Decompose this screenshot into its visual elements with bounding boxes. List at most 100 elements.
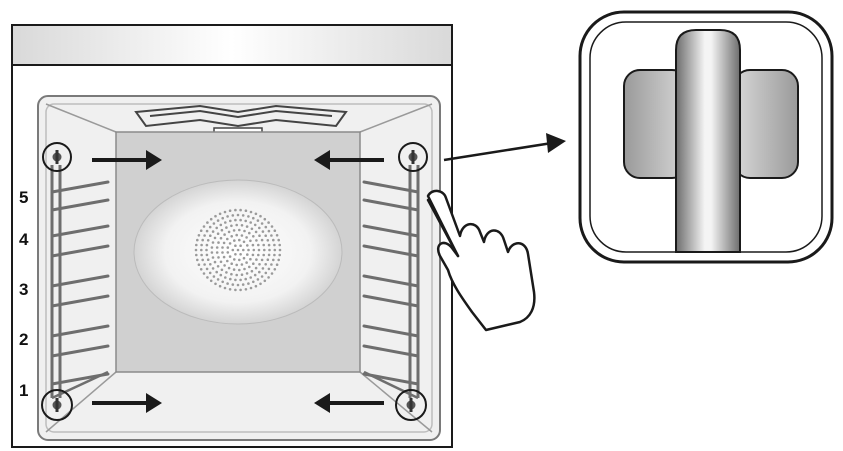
fan-vent-hole	[278, 243, 282, 247]
fan-vent-hole	[220, 268, 224, 272]
fan-vent-hole	[249, 221, 252, 224]
fan-vent-hole	[231, 214, 235, 217]
fan-vent-hole	[254, 284, 258, 288]
fan-vent-hole	[260, 222, 264, 225]
fan-vent-hole	[228, 209, 232, 212]
clip-point-top-right[interactable]	[398, 142, 428, 172]
fan-vent-hole	[272, 238, 275, 242]
fan-vent-hole	[234, 208, 237, 212]
fan-vent-hole	[224, 276, 227, 279]
fan-vent-hole	[245, 236, 248, 239]
shelf-runner	[50, 244, 110, 258]
fan-vent-hole	[223, 210, 227, 214]
fan-vent-hole	[259, 214, 262, 218]
fan-vent-hole	[217, 241, 220, 244]
fan-vent-hole	[223, 264, 226, 267]
fan-vent-hole	[267, 276, 270, 279]
detail-leader-arrow	[443, 133, 566, 162]
fan-vent-hole	[234, 253, 237, 256]
fan-vent-hole	[254, 212, 258, 216]
fan-vent-hole	[277, 258, 281, 262]
fan-vent-hole	[270, 263, 273, 266]
fan-vent-hole	[205, 253, 209, 257]
clip-tab-right	[733, 69, 799, 179]
fan-vent-hole	[277, 238, 281, 242]
fan-vent-hole	[219, 236, 223, 240]
fan-vent-hole	[222, 255, 226, 259]
fan-vent-hole	[218, 212, 222, 216]
rail-clip-detail-icon	[578, 10, 834, 264]
fan-vent-hole	[234, 278, 237, 282]
shelf-runner	[362, 198, 420, 212]
fan-vent-hole	[239, 253, 242, 256]
fan-vent-hole	[200, 248, 203, 252]
fan-vent-hole	[258, 226, 261, 230]
fan-vent-hole	[234, 288, 237, 292]
fan-vent-hole	[238, 238, 241, 242]
shelf-level-2: 2	[19, 330, 28, 349]
shelf-runner	[362, 324, 420, 338]
fan-vent-hole	[234, 244, 237, 247]
fan-vent-hole	[216, 219, 220, 222]
fan-vent-hole	[235, 223, 238, 227]
fan-vent-hole	[264, 234, 268, 237]
rail-brace	[51, 370, 109, 400]
fan-vent-hole	[251, 243, 255, 247]
fan-vent-hole	[230, 272, 233, 276]
fan-vent-hole	[197, 234, 201, 237]
fan-vent-hole	[209, 279, 213, 283]
fan-vent-hole	[252, 280, 255, 284]
fan-vent-hole	[215, 270, 218, 274]
fan-vent-hole	[244, 277, 247, 281]
fan-vent-hole	[240, 234, 244, 237]
fan-vent-hole	[248, 231, 251, 235]
shelf-runner	[50, 274, 110, 288]
fan-vent-hole	[267, 267, 271, 271]
fan-vent-hole	[249, 210, 253, 214]
fan-vent-hole	[256, 278, 260, 281]
fan-vent-hole	[199, 229, 203, 232]
fan-vent-hole	[208, 271, 212, 275]
fan-vent-hole	[259, 282, 262, 286]
fan-vent-hole	[245, 225, 249, 228]
fan-vent-hole	[262, 243, 266, 247]
fan-vent-hole	[197, 263, 201, 267]
fan-vent-hole	[212, 275, 216, 278]
fan-vent-hole	[239, 218, 242, 222]
fan-vent-hole	[206, 221, 209, 224]
fan-vent-hole	[202, 225, 206, 228]
shelf-level-1: 1	[19, 381, 28, 400]
fan-vent-hole	[244, 288, 248, 291]
fan-vent-hole	[206, 276, 209, 279]
fan-vent-hole	[226, 246, 230, 249]
clip-point-bottom-left[interactable]	[41, 389, 73, 421]
fan-vent-hole	[257, 253, 260, 257]
fan-vent-hole	[240, 273, 244, 277]
fan-vent-hole	[240, 263, 244, 266]
fan-vent-hole	[200, 243, 203, 247]
fan-vent-hole	[235, 233, 238, 237]
fan-vent-hole	[230, 235, 233, 238]
fan-vent-hole	[257, 248, 261, 252]
fan-vent-hole	[201, 238, 204, 242]
clip-point-bottom-right[interactable]	[395, 389, 427, 421]
fan-vent-hole	[232, 229, 236, 232]
fan-vent-hole	[248, 265, 251, 269]
shelf-runner	[50, 224, 110, 238]
fan-vent-hole	[195, 243, 198, 247]
fan-vent-hole	[262, 253, 266, 257]
fan-vent-hole	[244, 209, 248, 212]
fan-vent-hole	[273, 248, 277, 252]
fan-vent-hole	[202, 272, 206, 275]
fan-vent-holes	[194, 208, 282, 292]
fan-vent-hole	[196, 238, 199, 242]
fan-vent-hole	[203, 234, 206, 237]
fan-vent-hole	[205, 248, 208, 252]
clip-point-top-left[interactable]	[42, 142, 72, 172]
fan-vent-hole	[222, 241, 226, 245]
fan-vent-hole	[231, 283, 235, 286]
fan-vent-hole	[210, 251, 214, 254]
fan-vent-hole	[239, 244, 242, 247]
fan-vent-hole	[268, 248, 271, 252]
fan-vent-hole	[258, 234, 261, 237]
